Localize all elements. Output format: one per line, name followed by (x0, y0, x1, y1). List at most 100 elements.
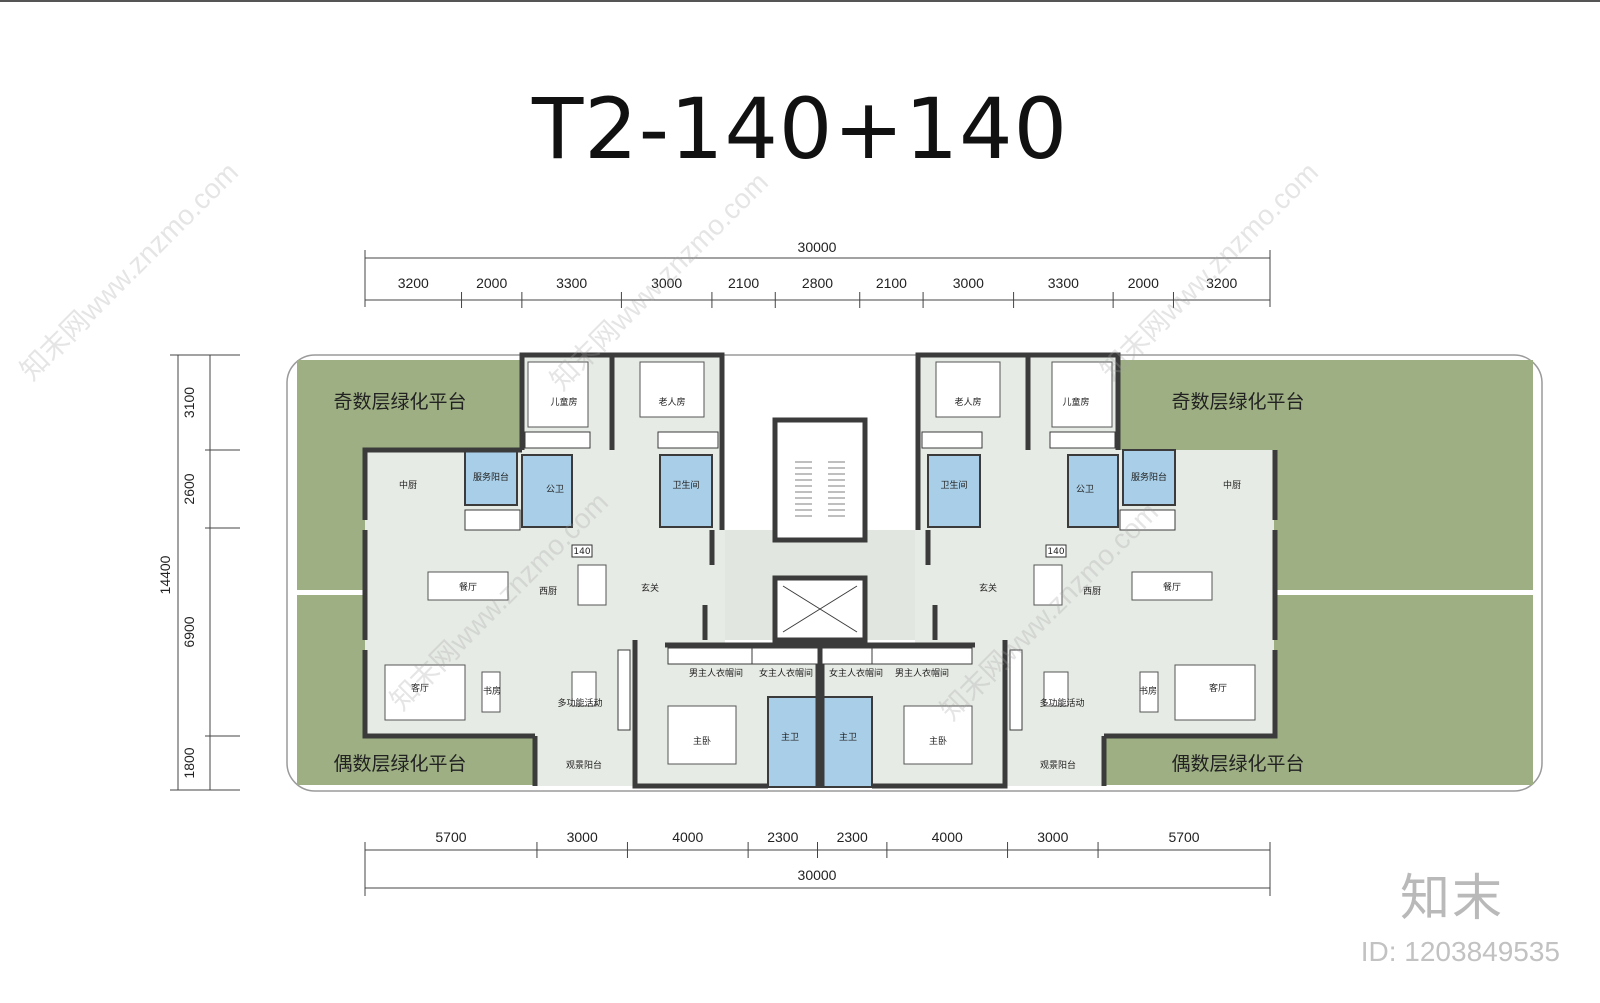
bottom-total-dimension: 30000 (798, 867, 837, 883)
multi-table-left (571, 671, 597, 707)
right-public-bath (1067, 454, 1119, 528)
sofa-right (1174, 664, 1256, 721)
label-multi-function-right: 多功能活动 (1039, 697, 1084, 709)
label-unit-area-right: 140 (1047, 547, 1064, 557)
master-bed-left (667, 705, 737, 765)
top-dim-5: 2800 (802, 275, 833, 291)
bottom-dim-3: 2300 (767, 829, 798, 845)
terrace-label-even-right: 偶数层绿化平台 (1171, 753, 1304, 775)
top-border-line (0, 0, 1600, 2)
top-dim-3: 3000 (651, 275, 682, 291)
label-female-closet-right: 女主人衣帽间 (829, 667, 883, 679)
label-multi-function-left: 多功能活动 (557, 697, 602, 709)
left-public-bath (521, 454, 573, 528)
label-male-closet-right: 男主人衣帽间 (895, 667, 949, 679)
top-total-dimension: 30000 (798, 239, 837, 255)
right-viewing-balcony (1004, 736, 1104, 786)
label-master-bath-left: 主卫 (781, 731, 799, 743)
label-western-kitchen-left: 西厨 (539, 586, 557, 597)
right-bathroom (927, 454, 981, 528)
label-service-balcony-left: 服务阳台 (473, 471, 509, 483)
bottom-dim-2: 4000 (672, 829, 703, 845)
furniture (384, 361, 1256, 765)
terrace-odd-right (1118, 360, 1533, 590)
label-study-right: 书房 (1139, 685, 1157, 697)
desk-right (1139, 671, 1159, 713)
label-study-left: 书房 (483, 685, 501, 697)
label-service-balcony-right: 服务阳台 (1131, 471, 1167, 483)
label-viewing-balcony-left: 观景阳台 (566, 759, 602, 771)
island-right (1033, 564, 1063, 606)
bottom-dim-5: 4000 (932, 829, 963, 845)
island-left (577, 564, 607, 606)
top-dim-4: 2100 (728, 275, 759, 291)
right-service-balcony-wet (1122, 449, 1176, 506)
label-viewing-balcony-right: 观景阳台 (1040, 759, 1076, 771)
terrace-label-odd-left: 奇数层绿化平台 (333, 391, 466, 413)
bottom-dimensions (364, 842, 1271, 896)
bottom-dim-0: 5700 (435, 829, 466, 845)
terrace-odd-left (297, 360, 522, 590)
label-bathroom-left: 卫生间 (672, 479, 699, 491)
label-chinese-kitchen-left: 中厨 (399, 479, 417, 491)
left-side-dim-1: 2600 (181, 473, 197, 504)
plan-title: T2-140+140 (531, 80, 1069, 178)
label-elder-room-right: 老人房 (954, 396, 981, 408)
top-dim-9: 2000 (1128, 275, 1159, 291)
multi-table-right (1043, 671, 1069, 707)
label-master-bath-right: 主卫 (839, 731, 857, 743)
bed-children-left (527, 361, 589, 428)
bed-elder-right (935, 361, 1001, 418)
label-chinese-kitchen-right: 中厨 (1223, 479, 1241, 491)
master-bed-right (903, 705, 973, 765)
top-dim-8: 3300 (1048, 275, 1079, 291)
top-dim-2: 3300 (556, 275, 587, 291)
left-service-balcony-wet (464, 449, 518, 506)
top-dim-0: 3200 (398, 275, 429, 291)
wardrobes (464, 431, 1176, 731)
bed-elder-left (639, 361, 705, 418)
room-labels: 儿童房 老人房 老人房 儿童房 服务阳台 服务阳台 中厨 中厨 公卫 公卫 卫生… (399, 396, 1241, 771)
unit-area-tag-right (1045, 544, 1067, 558)
left-side-dim-3: 1800 (181, 747, 197, 778)
label-public-bath-left: 公卫 (546, 484, 564, 495)
bottom-dim-4: 2300 (837, 829, 868, 845)
label-master-bedroom-left: 主卧 (693, 735, 711, 747)
top-dim-1: 2000 (476, 275, 507, 291)
desk-left (481, 671, 501, 713)
bottom-dim-6: 3000 (1037, 829, 1068, 845)
top-dim-7: 3000 (953, 275, 984, 291)
dining-table-left (427, 571, 509, 601)
brand-logo: 知末 (1400, 869, 1504, 927)
unit-area-tag-left (571, 544, 593, 558)
terrace-label-even-left: 偶数层绿化平台 (333, 753, 466, 775)
label-male-closet-left: 男主人衣帽间 (689, 667, 743, 679)
label-unit-area-left: 140 (573, 547, 590, 557)
left-master-bath (767, 696, 821, 788)
label-children-room-right: 儿童房 (1062, 396, 1089, 408)
sofa-left (384, 664, 466, 721)
left-side-total-dim: 14400 (157, 555, 173, 594)
bathrooms (464, 449, 1176, 788)
bottom-dim-1: 3000 (567, 829, 598, 845)
label-master-bedroom-right: 主卧 (929, 735, 947, 747)
terrace-label-odd-right: 奇数层绿化平台 (1171, 391, 1304, 413)
label-dining-left: 餐厅 (459, 581, 477, 593)
label-living-right: 客厅 (1209, 682, 1227, 694)
top-dim-10: 3200 (1206, 275, 1237, 291)
label-western-kitchen-right: 西厨 (1083, 586, 1101, 597)
stair-core (772, 417, 868, 543)
label-female-closet-left: 女主人衣帽间 (759, 667, 813, 679)
image-id-label: ID: 1203849535 (1360, 936, 1560, 967)
label-children-room-left: 儿童房 (550, 396, 577, 408)
label-elder-room-left: 老人房 (658, 396, 685, 408)
left-side-dim-2: 6900 (181, 616, 197, 647)
top-dimensions (364, 250, 1271, 308)
left-side-dim-0: 3100 (181, 387, 197, 418)
bottom-dim-7: 5700 (1168, 829, 1199, 845)
label-dining-right: 餐厅 (1163, 581, 1181, 593)
label-living-left: 客厅 (411, 682, 429, 694)
label-bathroom-right: 卫生间 (940, 479, 967, 491)
